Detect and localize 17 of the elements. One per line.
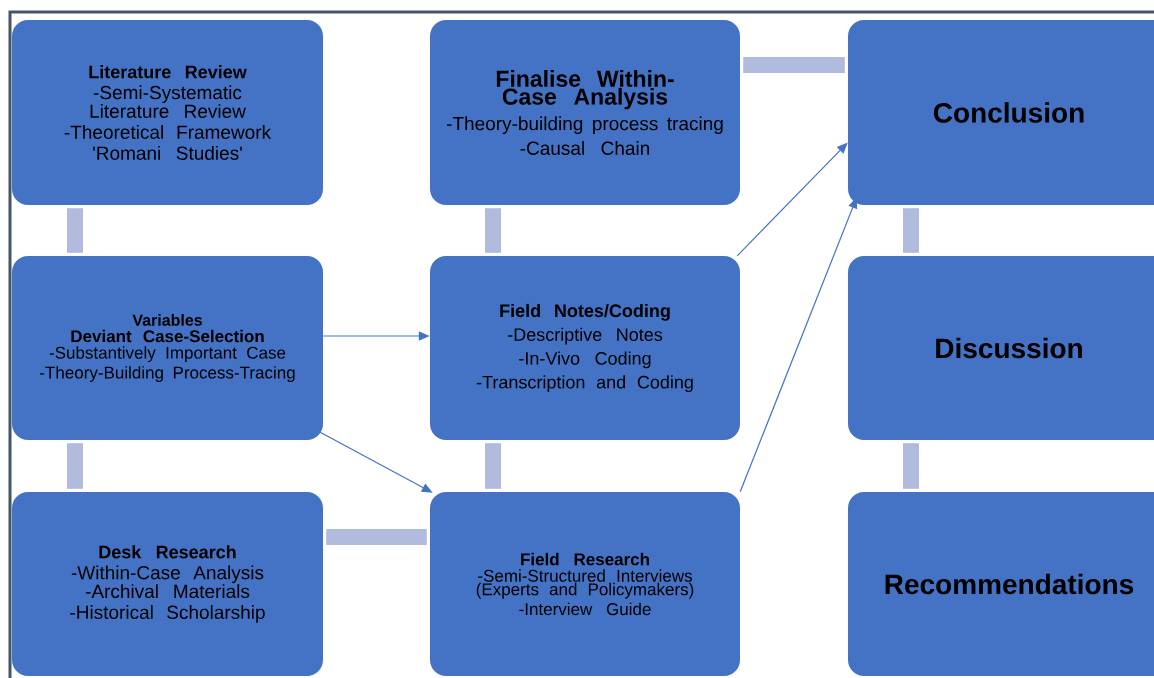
process-box: Literature Review -Semi-Systematic Literature Review -Theoretical Framework 'Romani Studies' bbox=[12, 20, 323, 205]
connector-bar bbox=[67, 443, 83, 489]
process-box: Variables Deviant Case-Selection -Substantively Important Case -Theory-Building Process-Tracing bbox=[12, 256, 323, 440]
connector-bar bbox=[903, 443, 919, 489]
connector-bar bbox=[485, 208, 501, 253]
process-box: Discussion bbox=[848, 256, 1154, 440]
connector-bar bbox=[485, 443, 501, 489]
connector-bar bbox=[903, 208, 919, 253]
process-box: Conclusion bbox=[848, 20, 1154, 205]
process-box: Recommendations bbox=[848, 492, 1154, 676]
connector-bar bbox=[67, 208, 83, 253]
process-box: Finalise Within-Case Analysis -Theory-building process tracing -Causal Chain bbox=[430, 20, 740, 205]
process-box: Field Notes/Coding -Descriptive Notes -In-Vivo Coding -Transcription and Coding bbox=[430, 256, 740, 440]
process-box: Field Research -Semi-Structured Interviews (Experts and Policymakers) -Interview Guide bbox=[430, 492, 740, 676]
process-box: Desk Research -Within-Case Analysis -Archival Materials -Historical Scholarship bbox=[12, 492, 323, 676]
connector-bar bbox=[326, 529, 427, 545]
connector-bar bbox=[743, 57, 845, 73]
